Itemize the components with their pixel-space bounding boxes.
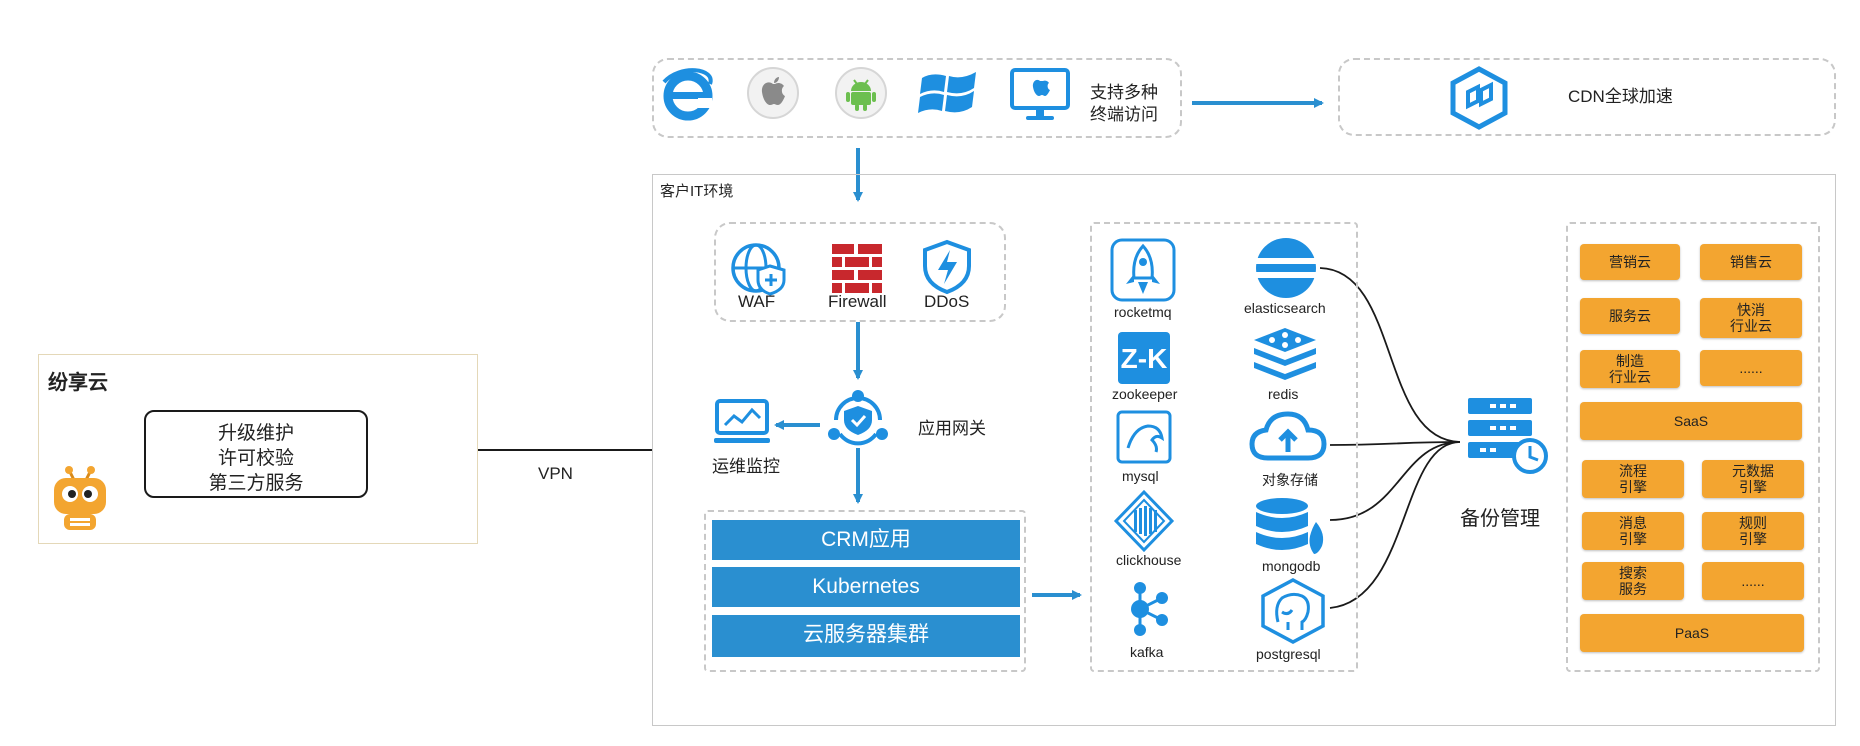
saas-item-2: 服务云 (1580, 298, 1680, 334)
fenxiang-line3: 第三方服务 (208, 473, 304, 494)
saas-item-4: 制造 行业云 (1580, 350, 1680, 388)
svg-text:Z-K: Z-K (1121, 343, 1168, 374)
middleware-left-2: mysql (1122, 468, 1159, 484)
paas-bar: PaaS (1580, 614, 1804, 652)
ddos-label: DDoS (924, 292, 970, 311)
fenxiang-services-box (144, 410, 368, 498)
services-box (1566, 222, 1820, 672)
firewall-icon (832, 244, 882, 293)
client-access-label-1: 支持多种 (1090, 83, 1158, 102)
backup-server-icon (1468, 398, 1548, 474)
security-box (714, 222, 1006, 322)
fenxiang-line1: 升级维护 (217, 423, 294, 444)
elasticsearch-icon (1256, 238, 1316, 298)
kafka-icon (1131, 582, 1168, 636)
cdn-cube-icon (1450, 66, 1508, 130)
client-access-box (652, 58, 1182, 138)
mysql-icon (1116, 410, 1172, 464)
apple-icon (747, 67, 799, 119)
robot-mascot-icon (54, 466, 106, 530)
middleware-box (1090, 222, 1358, 672)
waf-label: WAF (738, 292, 776, 311)
saas-item-3: 快消 行业云 (1700, 298, 1802, 338)
middleware-left-4: kafka (1130, 644, 1164, 660)
gateway-icon (828, 390, 888, 446)
fenxiang-line2: 许可校验 (217, 448, 294, 469)
stack-box (704, 510, 1026, 672)
fenxiang-box (38, 354, 478, 544)
monitor-label: 运维监控 (712, 457, 780, 476)
monitor-chart-icon (714, 399, 770, 443)
saas-bar: SaaS (1580, 402, 1802, 440)
zookeeper-icon: Z-K (1118, 332, 1170, 384)
saas-item-5: ...... (1700, 350, 1802, 386)
firewall-label: Firewall (828, 292, 887, 311)
paas-item-1: 元数据 引擎 (1702, 460, 1804, 498)
cluster-bar: 云服务器集群 (712, 615, 1020, 657)
fenxiang-title: 纷享云 (48, 372, 108, 394)
middleware-right-1: redis (1268, 386, 1299, 402)
paas-item-0: 流程 引擎 (1582, 460, 1684, 498)
paas-item-4: 搜索 服务 (1582, 562, 1684, 600)
windows-icon (918, 72, 976, 113)
gateway-label: 应用网关 (918, 419, 986, 438)
backup-label: 备份管理 (1460, 508, 1540, 530)
vpn-label: VPN (538, 464, 573, 483)
ddos-shield-icon (923, 239, 971, 295)
paas-item-3: 规则 引擎 (1702, 512, 1804, 550)
rocketmq-icon (1110, 238, 1176, 302)
saas-item-1: 销售云 (1700, 244, 1802, 280)
cdn-box (1338, 58, 1836, 136)
postgresql-icon (1261, 578, 1325, 644)
middleware-left-3: clickhouse (1116, 552, 1182, 568)
customer-env-box (652, 174, 1836, 726)
clickhouse-icon (1113, 489, 1175, 553)
middleware-right-0: elasticsearch (1244, 300, 1326, 316)
middleware-right-3: mongodb (1262, 558, 1321, 574)
saas-item-0: 营销云 (1580, 244, 1680, 280)
ie-browser-icon (662, 68, 713, 121)
redis-icon (1254, 328, 1316, 380)
middleware-right-4: postgresql (1256, 646, 1321, 662)
paas-item-2: 消息 引擎 (1582, 512, 1684, 550)
waf-icon (731, 243, 786, 296)
middleware-left-0: rocketmq (1114, 304, 1172, 320)
object-storage-cloud-icon (1249, 411, 1327, 461)
middleware-left-1: zookeeper (1112, 386, 1178, 402)
customer-env-label: 客户IT环境 (660, 183, 734, 200)
android-icon (835, 67, 887, 119)
cdn-label: CDN全球加速 (1568, 87, 1673, 106)
client-access-label-2: 终端访问 (1090, 105, 1158, 124)
crm-bar: CRM应用 (712, 520, 1020, 560)
mongodb-icon (1256, 498, 1324, 554)
paas-item-5: ...... (1702, 562, 1804, 600)
middleware-right-2: 对象存储 (1262, 472, 1318, 488)
kubernetes-bar: Kubernetes (712, 567, 1020, 607)
mac-monitor-icon (1010, 68, 1070, 120)
